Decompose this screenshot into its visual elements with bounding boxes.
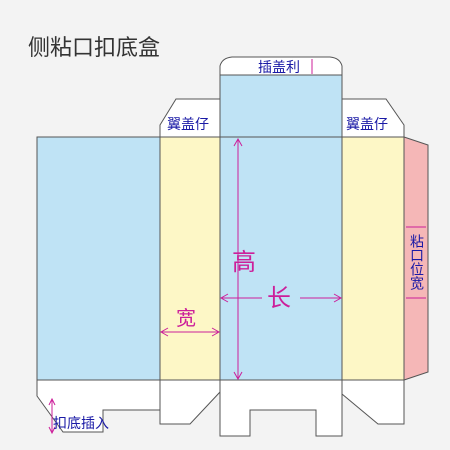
width-panel-right	[341, 136, 405, 381]
side-panel-left	[36, 136, 161, 381]
glue-tab	[403, 136, 429, 381]
bottom-insert-dimension	[48, 397, 56, 435]
diagram-title: 侧粘口扣底盒	[28, 36, 160, 61]
dust-flap-right-label: 翼盖仔	[346, 117, 388, 133]
front-panel	[219, 136, 343, 381]
insert-lid-flap-label: 插盖利	[258, 60, 300, 76]
bottom-panel	[219, 379, 343, 437]
width-label: 宽	[176, 306, 196, 330]
height-dimension	[233, 137, 243, 381]
dust-flap-left	[159, 98, 221, 138]
glue-tab-width-dimension	[406, 226, 426, 299]
lid-panel	[219, 74, 343, 138]
dust-flap-right	[341, 98, 405, 138]
bottom-flap-left	[159, 379, 221, 425]
glue-tab-width-label: 粘口位宽	[408, 234, 424, 291]
width-dimension	[159, 327, 221, 337]
width-panel-left	[159, 136, 221, 381]
height-label: 高	[232, 248, 256, 276]
bottom-insert-label: 扣底插入	[53, 416, 109, 432]
dust-flap-left-label: 翼盖仔	[167, 117, 209, 133]
length-dimension	[219, 293, 343, 303]
length-label: 长	[267, 284, 291, 312]
bottom-flap-right	[341, 379, 405, 425]
